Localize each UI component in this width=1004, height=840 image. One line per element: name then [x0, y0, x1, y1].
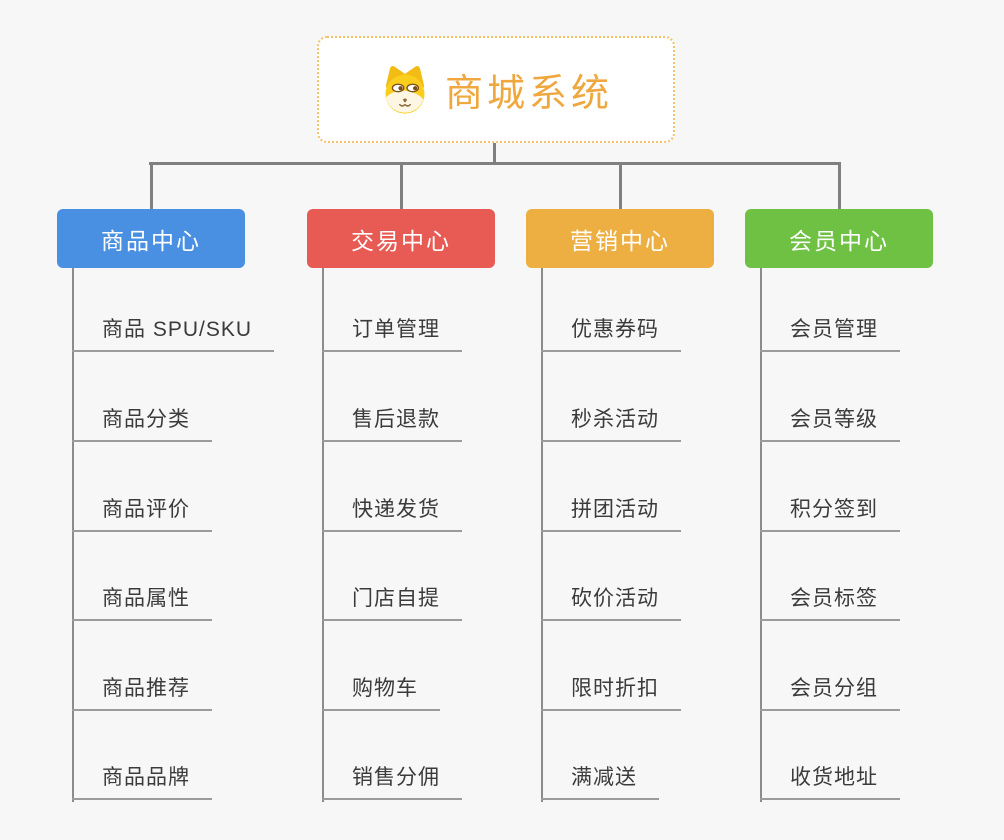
- dog-icon: [379, 64, 431, 116]
- leaf-node[interactable]: 商品评价: [72, 492, 212, 532]
- branch-drop-line: [399, 162, 403, 209]
- leaf-node[interactable]: 快递发货: [322, 492, 462, 532]
- leaf-node[interactable]: 售后退款: [322, 402, 462, 442]
- leaf-node[interactable]: 商品属性: [72, 581, 212, 621]
- root-drop-line: [493, 143, 496, 164]
- leaf-node[interactable]: 砍价活动: [541, 581, 681, 621]
- leaf-node[interactable]: 满减送: [541, 760, 659, 800]
- leaf-node[interactable]: 销售分佣: [322, 760, 462, 800]
- branch-trunk-line: [760, 268, 762, 802]
- leaf-node[interactable]: 订单管理: [322, 312, 462, 352]
- branch-drop-line: [618, 162, 622, 209]
- leaf-node[interactable]: 商品推荐: [72, 671, 212, 711]
- branch-trunk-line: [541, 268, 543, 802]
- leaf-node[interactable]: 积分签到: [760, 492, 900, 532]
- branch-header[interactable]: 营销中心: [526, 209, 714, 268]
- leaf-node[interactable]: 秒杀活动: [541, 402, 681, 442]
- leaf-node[interactable]: 会员管理: [760, 312, 900, 352]
- leaf-node[interactable]: 商品分类: [72, 402, 212, 442]
- branch-trunk-line: [72, 268, 74, 802]
- leaf-node[interactable]: 会员分组: [760, 671, 900, 711]
- leaf-node[interactable]: 会员标签: [760, 581, 900, 621]
- branch-header[interactable]: 交易中心: [307, 209, 495, 268]
- leaf-node[interactable]: 优惠券码: [541, 312, 681, 352]
- branch-bus-line: [149, 162, 840, 165]
- leaf-node[interactable]: 购物车: [322, 671, 440, 711]
- leaf-node[interactable]: 会员等级: [760, 402, 900, 442]
- leaf-node[interactable]: 商品品牌: [72, 760, 212, 800]
- leaf-node[interactable]: 限时折扣: [541, 671, 681, 711]
- branch-drop-line: [149, 162, 153, 209]
- root-title: 商城系统: [444, 73, 613, 115]
- leaf-node[interactable]: 拼团活动: [541, 492, 681, 532]
- branch-header[interactable]: 商品中心: [57, 209, 245, 268]
- branch-header[interactable]: 会员中心: [745, 209, 933, 268]
- leaf-node[interactable]: 商品 SPU/SKU: [72, 312, 275, 352]
- leaf-node[interactable]: 收货地址: [760, 760, 900, 800]
- leaf-node[interactable]: 门店自提: [322, 581, 462, 621]
- root-node[interactable]: 商城系统: [317, 36, 675, 143]
- branch-drop-line: [837, 162, 841, 209]
- branch-trunk-line: [322, 268, 324, 802]
